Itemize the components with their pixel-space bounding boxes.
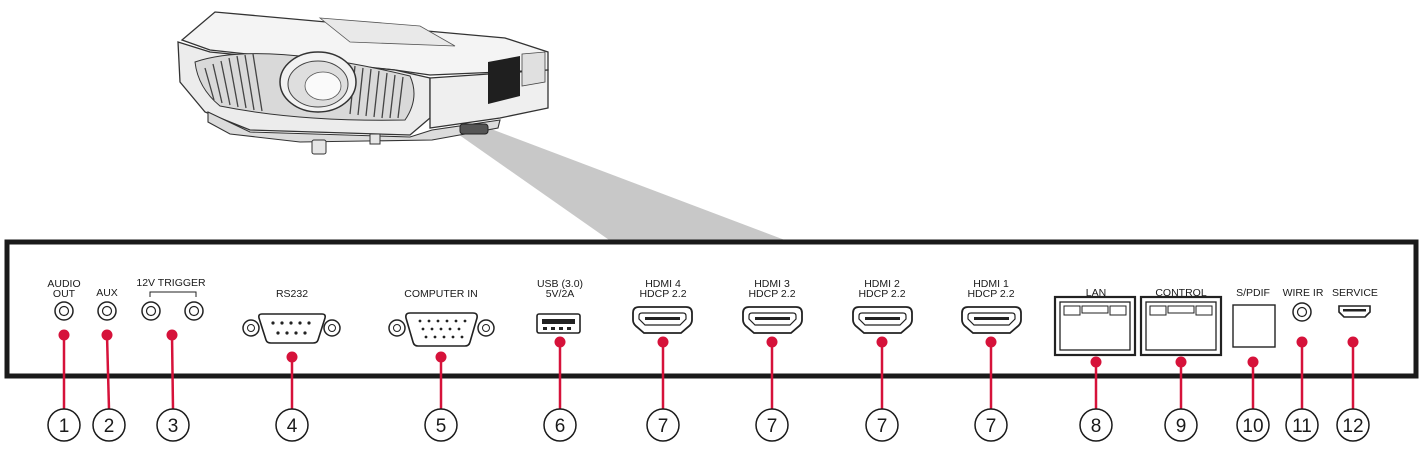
callout-dot-aux [101,329,113,341]
trigger-jacks [141,291,204,321]
port-label-aux: AUX [96,287,118,299]
spdif-port [1232,304,1276,348]
port-label-hdmi1: HDCP 2.2 [967,288,1014,300]
callout-number-service: 12 [1342,416,1363,437]
hdmi3-port [742,306,803,334]
port-label-usb: 5V/2A [546,288,575,300]
usb-port [536,313,581,334]
lan-port [1053,295,1137,357]
hdmi4-port [632,306,693,334]
callout-dot-wire-ir [1296,336,1308,348]
callout-dot-hdmi3 [766,336,778,348]
callout-circle-rs232 [275,408,309,442]
callout-dot-lan [1090,356,1102,368]
hdmi1-port [961,306,1022,334]
callout-circle-hdmi3 [755,408,789,442]
callout-number-audio-out: 1 [59,416,70,437]
callout-number-spdif: 10 [1242,416,1263,437]
callout-circle-12v-trigger [156,408,190,442]
callout-circle-hdmi1 [974,408,1008,442]
port-label-hdmi3: HDMI 3 [754,278,790,290]
port-label-service: SERVICE [1332,287,1378,299]
port-label-audio-out: AUDIO [47,278,80,290]
callout-circle-lan [1079,408,1113,442]
port-label-spdif: S/PDIF [1236,287,1270,299]
callout-number-12v-trigger: 3 [168,416,179,437]
projector-illustration [177,11,549,155]
connection-beam [455,124,790,242]
hdmi2-port [852,306,913,334]
callout-dot-hdmi4 [657,336,669,348]
callout-number-rs232: 4 [287,416,298,437]
rs232-port [242,313,341,344]
port-label-hdmi1: HDMI 1 [973,278,1009,290]
callout-number-wire-ir: 11 [1292,416,1312,437]
callout-circle-control [1164,408,1198,442]
callout-dot-rs232 [286,351,298,363]
leader-line-aux [105,334,111,410]
port-label-hdmi2: HDCP 2.2 [858,288,905,300]
callout-dot-hdmi2 [876,336,888,348]
callout-circle-wire-ir [1285,408,1319,442]
callout-number-hdmi1: 7 [986,416,997,437]
callout-number-aux: 2 [104,416,115,437]
callout-dot-12v-trigger [166,329,178,341]
ports [54,291,1371,357]
callout-dot-control [1175,356,1187,368]
wire-ir-jack [1292,302,1312,322]
vga-port [388,312,495,347]
callout-dot-computer-in [435,351,447,363]
callout-circle-audio-out [47,408,81,442]
callout-circle-hdmi4 [646,408,680,442]
callout-circle-computer-in [424,408,458,442]
leader-line-12v-trigger [170,334,175,410]
callout-number-control: 9 [1176,416,1187,437]
callout-number-hdmi4: 7 [658,416,669,437]
callout-number-lan: 8 [1091,416,1102,437]
port-label-hdmi3: HDCP 2.2 [748,288,795,300]
callout-dot-audio-out [58,329,70,341]
callout-number-usb: 6 [555,416,566,437]
callout-circle-service [1336,408,1370,442]
port-label-hdmi4: HDMI 4 [645,278,681,290]
callout-number-computer-in: 5 [436,416,447,437]
callout-circle-usb [543,408,577,442]
port-label-hdmi4: HDCP 2.2 [639,288,686,300]
aux-jack [97,301,117,321]
port-label-usb: USB (3.0) [537,278,583,290]
audio-out-jack [54,301,74,321]
callout-circle-spdif [1236,408,1270,442]
port-label-12v-trigger: 12V TRIGGER [136,277,206,289]
port-label-computer-in: COMPUTER IN [404,288,478,300]
callout-number-hdmi3: 7 [767,416,778,437]
callout-circle-hdmi2 [865,408,899,442]
control-port [1139,295,1223,357]
service-port [1338,305,1371,318]
port-label-rs232: RS232 [276,288,308,300]
port-label-audio-out: OUT [53,288,76,300]
callout-dot-hdmi1 [985,336,997,348]
callout-dot-spdif [1247,356,1259,368]
callout-number-hdmi2: 7 [877,416,888,437]
port-label-hdmi2: HDMI 2 [864,278,900,290]
callout-dot-service [1347,336,1359,348]
callout-circle-aux [92,408,126,442]
callout-dot-usb [554,336,566,348]
port-label-wire-ir: WIRE IR [1283,287,1324,299]
